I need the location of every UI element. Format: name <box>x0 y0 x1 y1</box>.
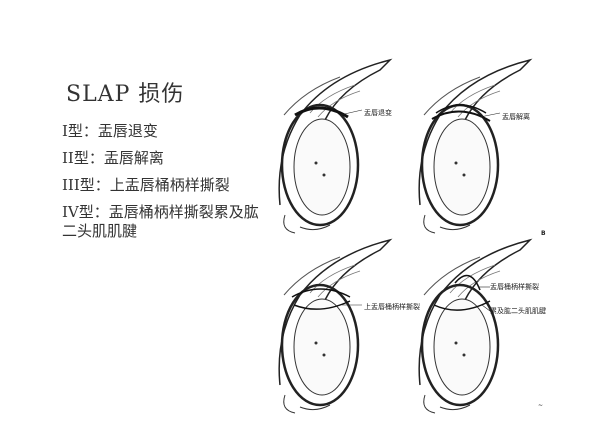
slide-title: SLAP 损伤 <box>66 82 185 107</box>
figure-label-3: 上盂唇桶柄样撕裂 <box>364 303 420 311</box>
glenoid-illustration-type3 <box>278 238 393 414</box>
type-list: I型：盂唇退变 II型：盂唇解离 III型：上盂唇桶柄样撕裂 IV型：盂唇桶柄样… <box>62 122 262 249</box>
figure-label-4b: 累及肱二头肌肌腱 <box>490 307 546 315</box>
glenoid-illustration-type1 <box>278 58 393 234</box>
figure-label-2: 盂唇解离 <box>502 113 530 121</box>
glenoid-illustration-type4: ~ <box>418 238 543 414</box>
glenoid-illustration-type2 <box>418 58 533 234</box>
type-item-3: III型：上盂唇桶柄样撕裂 <box>62 176 230 194</box>
figure-corner-mark: B <box>541 230 546 237</box>
figure-label-4a: 盂唇桶柄样撕裂 <box>490 283 539 291</box>
type-item-4: IV型：盂唇桶柄样撕裂累及肱二头肌肌腱 <box>62 203 259 240</box>
type-item-1: I型：盂唇退变 <box>62 122 158 140</box>
figure-label-1: 盂唇退变 <box>364 109 392 117</box>
svg-text:~: ~ <box>538 402 543 409</box>
type-item-2: II型：盂唇解离 <box>62 149 164 167</box>
